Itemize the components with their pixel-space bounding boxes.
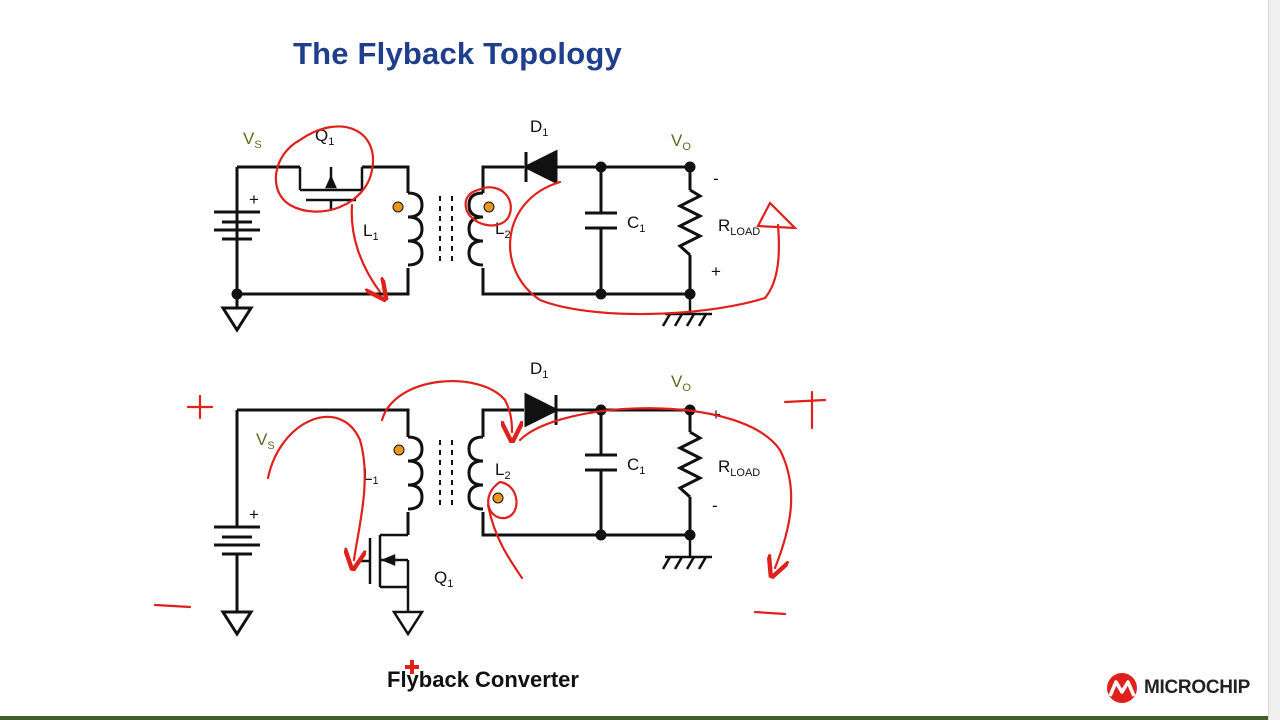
microchip-logo: MICROCHIP [1104,672,1250,704]
bottom-resistor [676,430,704,499]
bottom-secondary-coil [467,435,484,511]
bottom-primary-dot [393,444,405,456]
bottom-primary-coil [407,435,424,511]
svg-text:RLOAD: RLOAD [718,457,760,479]
top-primary-dot [392,201,404,213]
svg-text:+: + [711,262,721,281]
top-battery [214,167,260,294]
logo-text: MICROCHIP [1144,677,1251,698]
svg-text:D1: D1 [530,359,548,381]
top-labels: VS Q1 L1 L2 D1 C1 VO RLOAD + - + [243,117,760,281]
svg-text:-: - [712,496,718,515]
svg-text:+: + [249,190,259,209]
ink-minus-left [153,603,192,609]
circuit-bottom [214,392,712,637]
ink-loop-bottom [518,407,793,568]
svg-text:L2: L2 [495,460,511,482]
svg-text:Q1: Q1 [434,568,453,590]
bottom-secondary-wire [481,408,692,537]
ink-annotations [153,125,827,616]
svg-text:-: - [713,169,719,188]
svg-text:L1: L1 [363,221,379,243]
ink-minus-right [753,610,787,616]
top-primary-coil [407,191,424,267]
top-core [439,196,453,262]
slide-caption: Flyback Converter [387,667,579,692]
scrollbar-track[interactable] [1268,0,1280,720]
svg-text:RLOAD: RLOAD [718,216,760,238]
bottom-capacitor [585,410,617,535]
bottom-primary-wire [237,408,410,535]
bottom-border [0,716,1268,720]
top-secondary-coil [467,191,484,267]
top-diode [522,149,558,185]
ink-plus-left [186,394,214,420]
ink-triangle-top [756,201,798,230]
bottom-mosfet [360,533,425,637]
circuit-top [214,149,712,333]
svg-text:D1: D1 [530,117,548,139]
svg-text:VS: VS [256,430,275,452]
top-primary-wire [235,165,410,296]
top-secondary-dot [483,201,495,213]
ink-arc-transformer [380,380,512,432]
svg-text:C1: C1 [627,213,645,235]
ink-arc-vs-q1 [266,415,365,560]
svg-text:VO: VO [671,131,691,153]
ink-tail-l2 [486,503,524,580]
svg-text:VS: VS [243,129,262,151]
bottom-ground-right [661,535,712,570]
svg-text:+: + [249,505,259,524]
bottom-diode [524,392,560,428]
ink-plus-right [783,390,827,430]
ink-circle-l2-bottom [487,480,518,520]
svg-text:L2: L2 [495,219,511,241]
ink-circle-q1 [274,125,375,213]
ink-circle-l2 [464,186,512,227]
svg-text:C1: C1 [627,455,645,477]
ink-loop-top [508,180,780,316]
slide-title: The Flyback Topology [293,36,622,71]
top-resistor [676,188,704,257]
top-secondary-wire [481,165,692,296]
bottom-battery [214,525,260,637]
microchip-logo-icon [1107,673,1137,703]
top-mosfet [298,167,364,210]
svg-text:L1: L1 [363,465,379,487]
cursor-cross-icon [405,660,419,674]
top-capacitor [585,167,617,294]
bottom-labels: VS Q1 L1 L2 D1 C1 VO RLOAD + + - [249,359,760,590]
bottom-secondary-dot [492,492,504,504]
svg-text:VO: VO [671,372,691,394]
ink-arrow-q1-l1 [350,203,380,292]
